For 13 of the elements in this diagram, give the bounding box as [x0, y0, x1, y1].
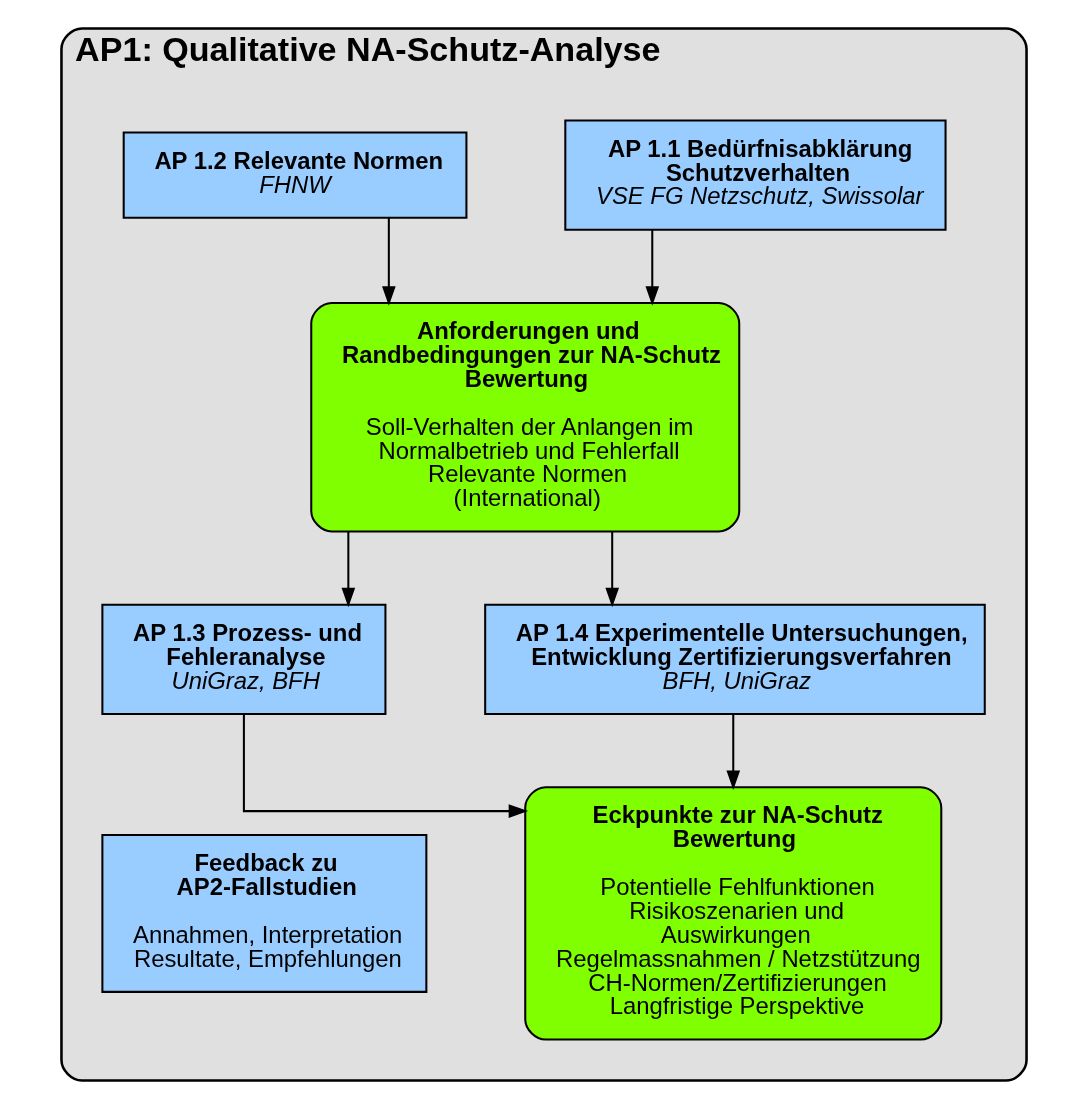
arrow: [725, 714, 740, 791]
arrow: [381, 217, 396, 306]
node-box: Eckpunkte zur NA-Schutz Bewertung Potentielle Fehlfunktionen Risikoszenarien und Auswirkungen Regelmassnahmen / Netzstützung CH-Normen/Zertifizierungen Langfristige Perspektive: [523, 786, 942, 1041]
arrow: [341, 531, 355, 608]
node-box: Anforderungen und Randbedingungen zur NA-Schutz Bewertung Soll-Verhalten der Anlangen im Normalbetrieb und Fehlerfall Relevante Normen (International): [309, 301, 740, 533]
arrow: [604, 531, 619, 608]
node-box: AP 1.4 Experimentelle Untersuchungen, Entwicklung Zertifizierungsverfahren BFH, UniGraz: [483, 603, 986, 715]
node-box: AP 1.1 Bedürfnisabklärung Schutzverhalten VSE FG Netzschutz, Swissolar: [563, 119, 947, 231]
node-box: AP 1.2 Relevante Normen FHNW: [122, 131, 467, 219]
node-box: AP 1.3 Prozess- und Fehleranalyse UniGraz, BFH: [100, 603, 386, 715]
arrow: [644, 230, 659, 306]
arrow: [242, 714, 528, 818]
node-box: Feedback zu AP2-Fallstudien Annahmen, Interpretation Resultate, Empfehlungen: [100, 833, 427, 993]
